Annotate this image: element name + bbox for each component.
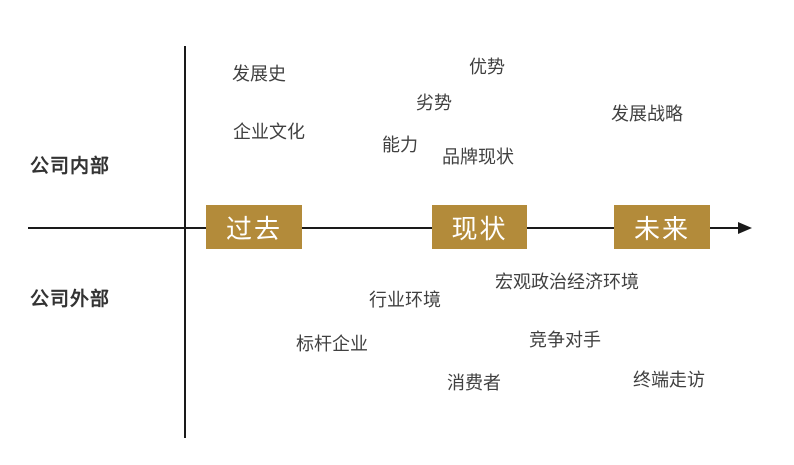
factor-strategy: 发展战略 xyxy=(611,104,683,125)
internal-section-label: 公司内部 xyxy=(30,155,111,177)
timeline-present-box: 现状 xyxy=(432,205,527,249)
arrow-head-icon xyxy=(738,222,752,234)
factor-industry-env: 行业环境 xyxy=(369,290,441,311)
factor-brand-status: 品牌现状 xyxy=(442,147,514,168)
factor-disadvantage: 劣势 xyxy=(416,93,452,114)
factor-capability: 能力 xyxy=(382,135,418,156)
factor-competitors: 竞争对手 xyxy=(529,330,601,351)
factor-history: 发展史 xyxy=(232,64,286,85)
factor-benchmark: 标杆企业 xyxy=(296,334,368,355)
timeline-past-box: 过去 xyxy=(206,205,302,249)
factor-consumers: 消费者 xyxy=(447,373,501,394)
factor-terminal-visits: 终端走访 xyxy=(633,370,705,391)
external-section-label: 公司外部 xyxy=(30,288,111,310)
factor-culture: 企业文化 xyxy=(233,122,305,143)
factor-advantage: 优势 xyxy=(469,57,505,78)
factor-macro-env: 宏观政治经济环境 xyxy=(495,272,639,293)
timeline-future-box: 未来 xyxy=(614,205,710,249)
